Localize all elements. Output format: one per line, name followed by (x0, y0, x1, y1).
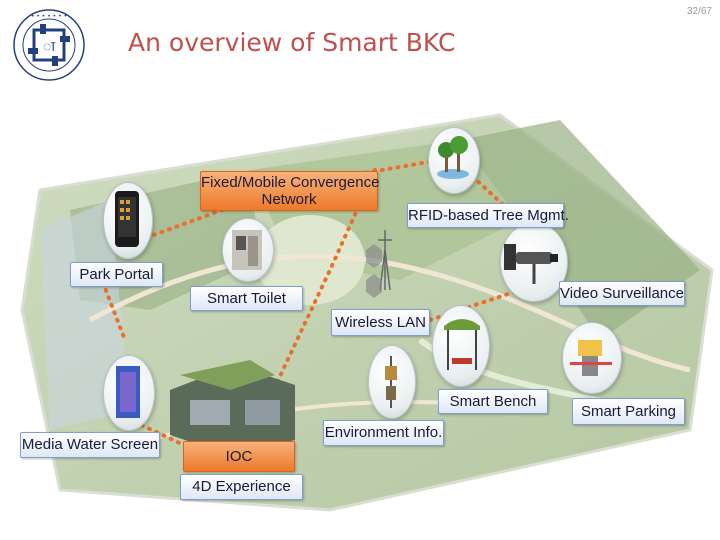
fmc-network-line2: Network (261, 191, 317, 208)
environment-info-label: Environment Info. (323, 420, 444, 446)
water-screen-icon (116, 366, 140, 418)
4d-experience-label: 4D Experience (180, 474, 303, 500)
media-water-screen-label: Media Water Screen (20, 432, 160, 458)
smart-parking-label: Smart Parking (572, 398, 685, 425)
page-title: An overview of Smart BKC (128, 28, 456, 57)
video-surveillance-label: Video Surveillance (559, 281, 685, 306)
svg-text:• • • • • • •: • • • • • • • (31, 13, 67, 20)
smart-toilet-icon (232, 230, 262, 270)
fmc-network-label: Fixed/Mobile Convergence Network (200, 171, 380, 211)
ioc-label: IOC (183, 441, 295, 472)
institute-logo: • • • • • • • ा (13, 9, 85, 81)
svg-text:ा: ा (43, 39, 55, 55)
fmc-network-line1: Fixed/Mobile Convergence (201, 174, 380, 191)
smart-toilet-label: Smart Toilet (190, 286, 303, 311)
bench-bubble (432, 305, 490, 387)
rfid-tree-label: RFID-based Tree Mgmt. (407, 203, 569, 228)
parking-gate-icon (570, 340, 612, 376)
environment-sensor-icon (385, 356, 397, 408)
smart-bench-icon (444, 319, 480, 370)
wireless-lan-label: Wireless LAN (331, 309, 430, 336)
mobile-phone-icon (115, 191, 139, 247)
smart-bench-label: Smart Bench (438, 389, 548, 414)
park-portal-label: Park Portal (70, 262, 163, 287)
page-number: 32/67 (686, 6, 712, 17)
cctv-camera-icon (504, 244, 558, 284)
tree-icon (437, 136, 469, 179)
